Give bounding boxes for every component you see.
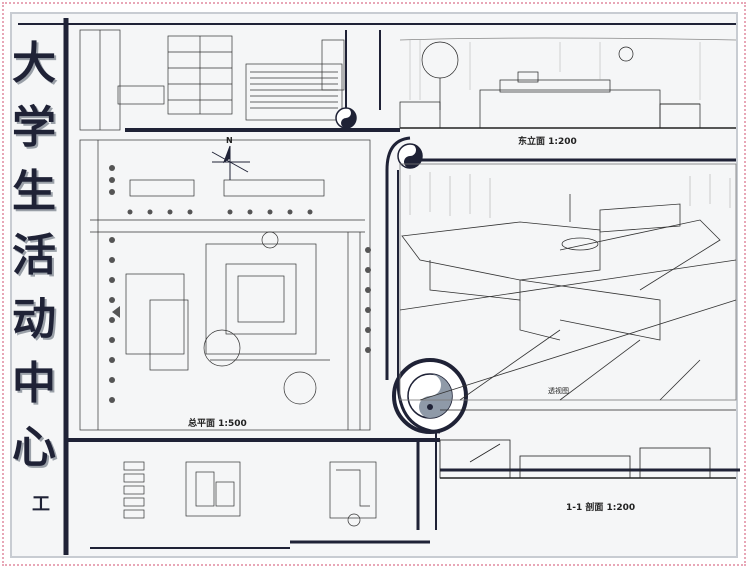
north-arrow-icon bbox=[211, 145, 250, 180]
title-char-1: 大 bbox=[12, 38, 56, 89]
title-char-7: 心 bbox=[12, 422, 56, 473]
perspective-caption: 透视图 bbox=[548, 387, 569, 395]
poster-title: 大 学 生 活 动 中 心 bbox=[12, 32, 62, 532]
title-char-5: 动 bbox=[12, 294, 56, 345]
east-elevation-label: 东立面 1:200 bbox=[518, 137, 577, 147]
title-char-2: 学 bbox=[12, 102, 56, 153]
site-plan-label: 总平面 1:500 bbox=[188, 419, 247, 429]
title-char-4: 活 bbox=[12, 230, 56, 281]
north-label: N bbox=[226, 136, 233, 145]
section-label: 1-1 剖面 1:200 bbox=[566, 503, 636, 513]
title-char-6: 中 bbox=[12, 358, 56, 409]
drawing-board bbox=[10, 12, 738, 558]
title-char-3: 生 bbox=[12, 166, 56, 217]
author-mark: 工 bbox=[32, 494, 50, 515]
yin-yang-icon bbox=[335, 107, 468, 434]
